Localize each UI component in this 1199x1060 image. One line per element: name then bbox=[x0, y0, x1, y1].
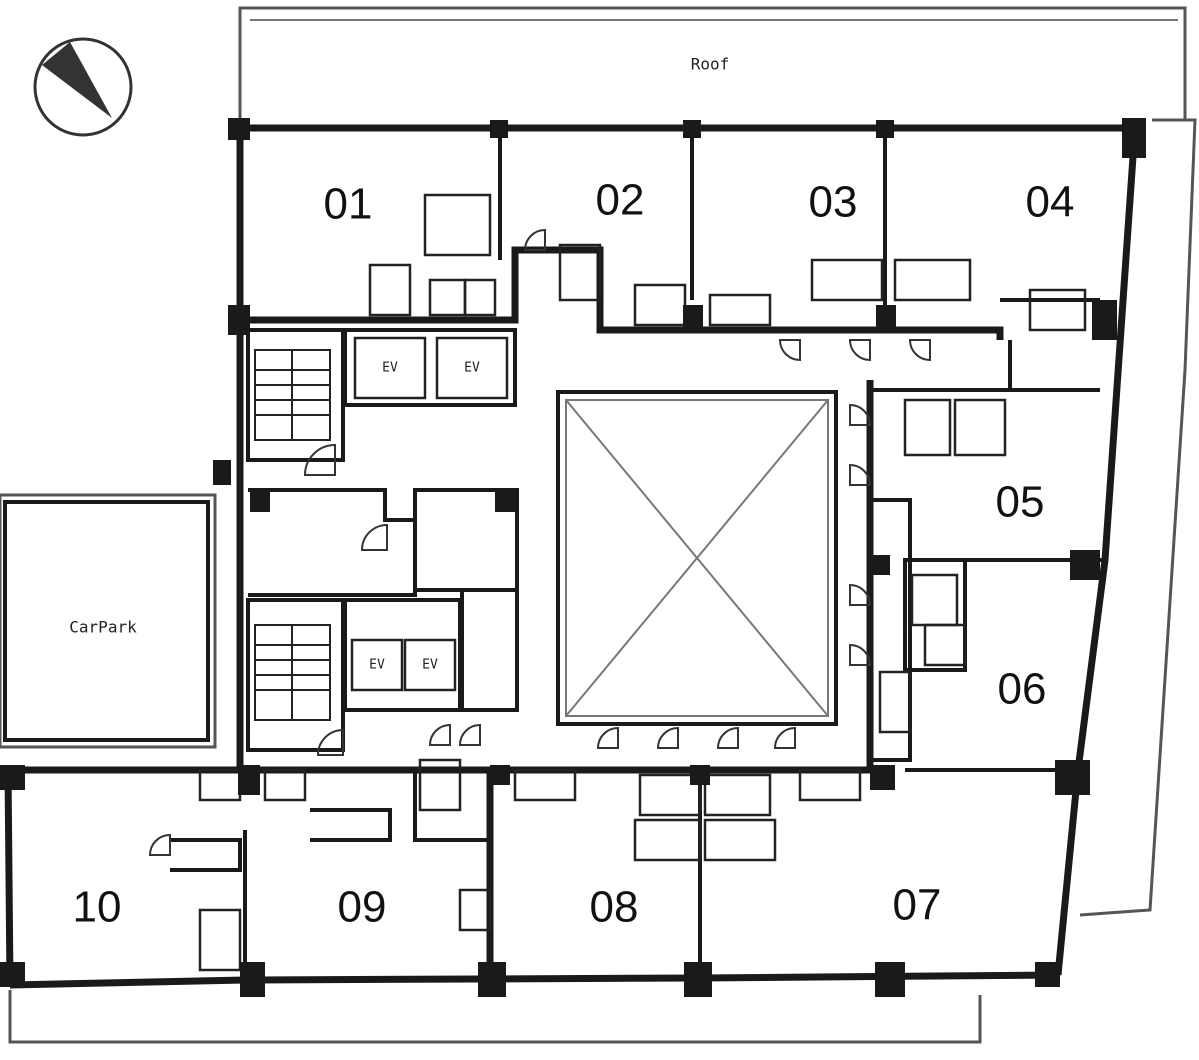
core-walls bbox=[246, 328, 967, 842]
car-park-label: CarPark bbox=[69, 618, 137, 637]
svg-text:EV: EV bbox=[369, 658, 385, 673]
north-arrow-icon bbox=[33, 37, 133, 137]
terrace-outline-bottom bbox=[8, 990, 982, 1044]
roof-area: Roof bbox=[238, 6, 1187, 120]
elevator-lower-right: EV bbox=[403, 638, 457, 692]
door-swings bbox=[148, 228, 931, 856]
partitions bbox=[170, 128, 1105, 980]
structural-columns bbox=[0, 118, 1146, 997]
svg-text:EV: EV bbox=[382, 361, 398, 376]
unit-label-02: 02 bbox=[596, 176, 645, 225]
roof-label: Roof bbox=[691, 55, 730, 74]
wet-area-fixtures bbox=[198, 193, 1087, 972]
unit-label-07: 07 bbox=[893, 881, 942, 930]
exterior-walls bbox=[4, 124, 1139, 989]
terrace-outline bbox=[1079, 118, 1197, 917]
void-cross-icon bbox=[556, 390, 838, 726]
stair-lower bbox=[254, 624, 331, 721]
unit-label-04: 04 bbox=[1026, 178, 1075, 227]
svg-text:EV: EV bbox=[464, 361, 480, 376]
elevator-upper-right: EV bbox=[435, 336, 509, 400]
unit-label-10: 10 bbox=[73, 883, 122, 932]
elevator-lower-left: EV bbox=[350, 638, 404, 692]
unit-label-03: 03 bbox=[809, 178, 858, 227]
unit-label-08: 08 bbox=[590, 883, 639, 932]
car-park: CarPark bbox=[0, 493, 217, 749]
elevator-upper-left: EV bbox=[353, 336, 427, 400]
unit-label-01: 01 bbox=[324, 180, 373, 229]
unit-label-06: 06 bbox=[998, 665, 1047, 714]
unit-label-09: 09 bbox=[338, 883, 387, 932]
unit-label-05: 05 bbox=[996, 478, 1045, 527]
svg-text:EV: EV bbox=[422, 658, 438, 673]
stair-upper bbox=[254, 349, 331, 441]
